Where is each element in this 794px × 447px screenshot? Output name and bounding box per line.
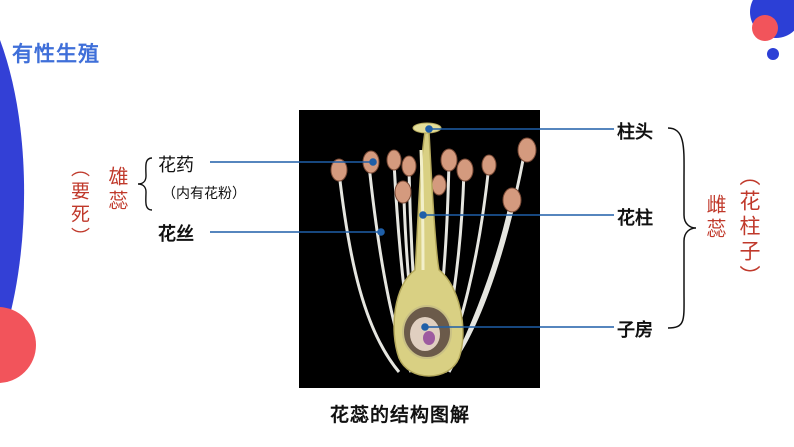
stamen-pistil-diagram	[299, 110, 540, 388]
ovary-label: 子房	[617, 320, 653, 341]
flower-illustration	[330, 122, 537, 377]
filament-label: 花丝	[158, 224, 194, 245]
anther-label: 花药	[158, 155, 194, 176]
decoration-left	[0, 40, 36, 383]
diagram-caption: 花蕊的结构图解	[330, 404, 471, 426]
stamen-label: 雄蕊	[105, 166, 129, 214]
page-title: 有性生殖	[12, 42, 100, 66]
stigma-label: 柱头	[617, 122, 653, 143]
pistil-label: 雌蕊	[703, 194, 727, 242]
left-brace	[137, 157, 153, 211]
pistil-note: （花柱子）	[737, 165, 761, 290]
decoration-top-right	[750, 0, 794, 60]
right-brace	[667, 127, 697, 329]
stamen-note: （要死）	[68, 158, 90, 250]
style-label: 花柱	[617, 208, 653, 229]
anther-note: （内有花粉）	[162, 186, 246, 202]
